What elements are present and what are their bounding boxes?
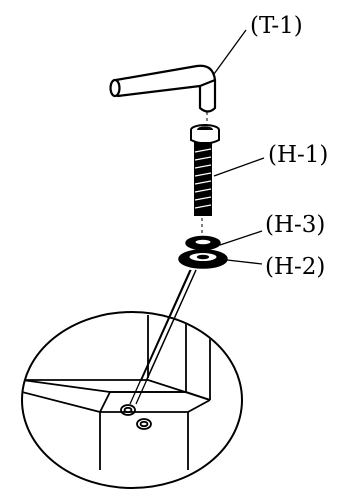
flat-washer-label: (H-2) <box>265 254 325 280</box>
allen-key-label: (T-1) <box>250 13 303 39</box>
bolt-label: (H-1) <box>268 142 328 168</box>
leader-lines <box>213 29 265 265</box>
allen-key-drawing <box>109 64 217 113</box>
detail-inset <box>21 311 243 489</box>
bolt-drawing <box>190 124 220 216</box>
lock-washer-label: (H-3) <box>265 212 325 238</box>
detail-leader-lines <box>129 269 197 405</box>
lock-washer-drawing <box>185 235 221 251</box>
flat-washer-drawing <box>178 249 228 269</box>
